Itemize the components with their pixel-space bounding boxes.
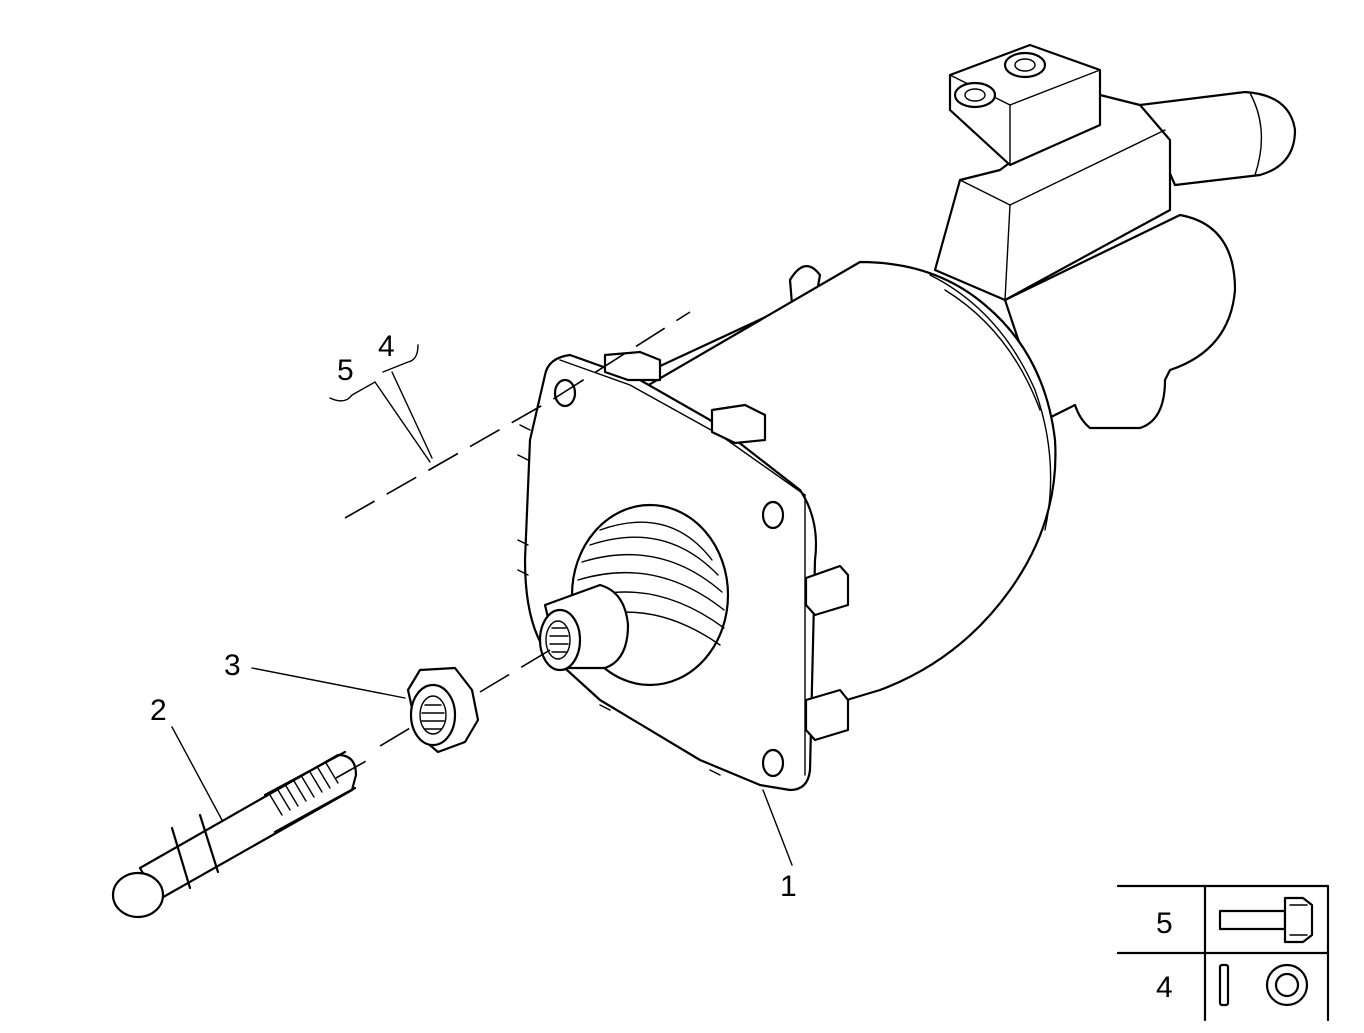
legend-label-4: 4 — [1156, 971, 1173, 1004]
push-rod — [111, 750, 358, 919]
leader-lines — [171, 344, 793, 866]
clutch-servo-assembly — [517, 43, 1297, 792]
hex-nut — [406, 666, 480, 754]
callout-4: 4 — [378, 330, 395, 363]
callout-3: 3 — [224, 649, 241, 682]
rod-thread — [269, 762, 339, 816]
legend-label-5: 5 — [1156, 907, 1173, 940]
callout-2: 2 — [150, 694, 167, 727]
washer-icon — [1218, 963, 1309, 1007]
callout-5: 5 — [337, 354, 354, 387]
legend-table: 5 4 — [1116, 884, 1330, 1022]
callout-1: 1 — [780, 870, 797, 903]
bolt-icon — [1218, 896, 1314, 944]
assembly-axis-lines — [335, 311, 691, 779]
